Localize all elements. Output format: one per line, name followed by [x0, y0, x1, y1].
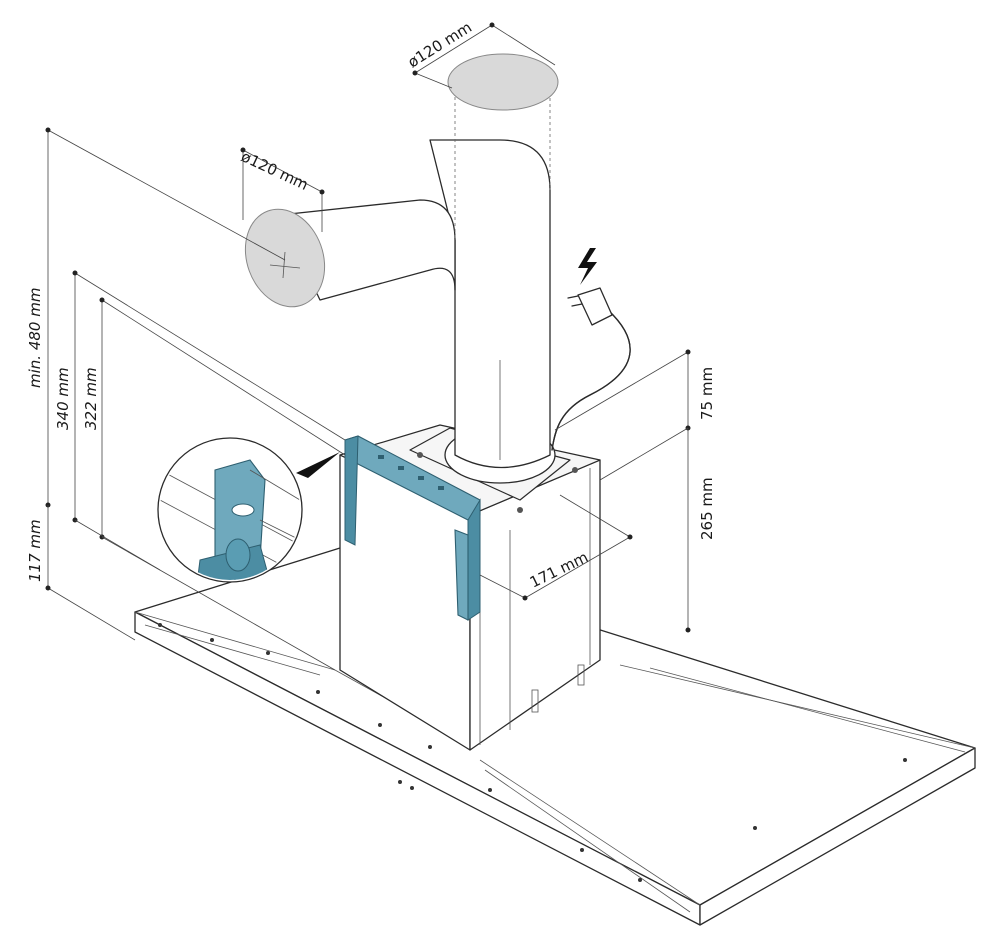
side-duct-diameter-label: ø120 mm: [238, 147, 311, 194]
power-cord: [551, 248, 631, 451]
height-322-label: 322 mm: [82, 367, 100, 430]
height-265-label: 265 mm: [698, 477, 716, 540]
dimension-lines: [45, 22, 691, 671]
wall-bracket: [344, 435, 481, 621]
side-duct-opening: [244, 208, 326, 308]
height-340-label: 340 mm: [54, 367, 72, 430]
top-duct-opening: [447, 53, 559, 111]
power-plug-icon: [567, 287, 613, 326]
exhaust-duct: [244, 53, 559, 469]
height-117-label: 117 mm: [26, 519, 44, 582]
min-height-label: min. 480 mm: [26, 288, 44, 388]
lightning-bolt-icon: [578, 248, 597, 285]
bracket-detail-magnifier: [157, 437, 340, 583]
height-75-label: 75 mm: [698, 367, 716, 420]
